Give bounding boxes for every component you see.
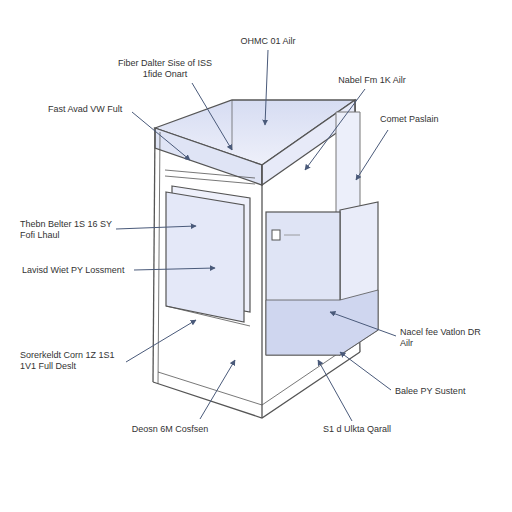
callout-label: Lavisd Wiet PY Lossment bbox=[22, 265, 124, 276]
callout-label: Sorerkeldt Corn 1Z 1S1 1V1 Full Deslt bbox=[20, 350, 122, 372]
callout-label: Thebn Belter 1S 16 SY Fofi Lhaul bbox=[20, 219, 112, 241]
panel-rail bbox=[166, 306, 250, 326]
post bbox=[232, 100, 233, 150]
callout-label: Balee PY Sustent bbox=[395, 386, 465, 397]
leader-line bbox=[134, 268, 215, 270]
leader-line bbox=[126, 320, 196, 362]
leader-line bbox=[340, 352, 391, 390]
leader-line bbox=[192, 83, 232, 150]
callout-label: OHMC 01 Ailr bbox=[240, 36, 295, 47]
callout-label: Deosn 6M Cosfsen bbox=[132, 424, 209, 435]
leader-line bbox=[330, 312, 396, 336]
leader-line bbox=[318, 360, 352, 421]
panel-front bbox=[166, 192, 244, 322]
callout-label: Fiber Dalter Sise of ISS 1fide Onart bbox=[117, 58, 213, 80]
leader-line bbox=[265, 50, 268, 125]
filter-panel bbox=[166, 186, 250, 326]
post bbox=[261, 165, 262, 418]
leader-line bbox=[200, 360, 235, 419]
fan-unit bbox=[266, 202, 378, 355]
lid-front bbox=[155, 128, 262, 185]
logo-plate bbox=[272, 230, 280, 240]
leader-line bbox=[116, 226, 196, 229]
callout-label: Nabel Fm 1K Ailr bbox=[338, 75, 406, 86]
callout-label: Comet Paslain bbox=[380, 114, 439, 125]
leader-lines bbox=[116, 50, 396, 421]
unit-tray bbox=[266, 290, 378, 355]
callout-label: Fast Avad VW Fult bbox=[48, 104, 122, 115]
plate-line bbox=[284, 235, 300, 236]
callout-label: Nacel fee Vatlon DR Ailr bbox=[400, 327, 490, 349]
base bbox=[153, 352, 360, 418]
callout-label: S1 d Ulkta Qarall bbox=[323, 424, 391, 435]
post bbox=[153, 128, 155, 382]
leader-line bbox=[132, 112, 190, 160]
post bbox=[158, 132, 160, 384]
rail bbox=[165, 176, 255, 184]
frame bbox=[153, 100, 360, 418]
leader-line bbox=[305, 89, 365, 170]
leader-line bbox=[356, 130, 388, 180]
